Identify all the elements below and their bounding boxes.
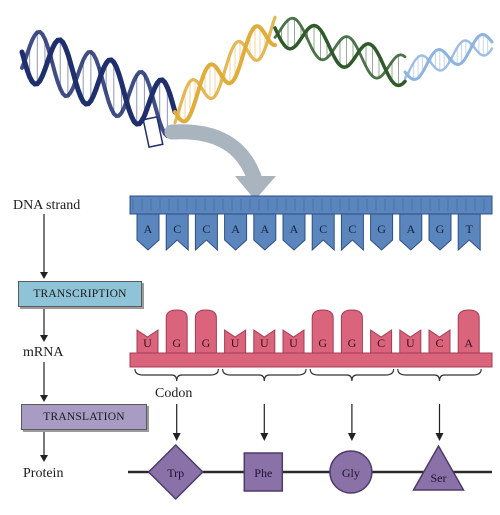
translation-step-box: TRANSLATION xyxy=(21,404,147,430)
flow-arrowhead xyxy=(40,272,48,279)
dna-base xyxy=(224,213,248,251)
amino-acid-label: Gly xyxy=(342,466,360,480)
codon-bracket xyxy=(134,368,219,382)
amino-acid-circle xyxy=(329,450,373,494)
helix-backbone xyxy=(19,37,178,127)
dna-base xyxy=(340,213,364,252)
mrna-base xyxy=(399,329,422,354)
mrna-base xyxy=(165,309,188,354)
mrna-base-letter: U xyxy=(143,336,152,350)
dna-base-letter: A xyxy=(406,222,415,236)
dna-base-letter: G xyxy=(377,222,386,236)
dna-strand-label: DNA strand xyxy=(13,198,81,213)
protein-label: Protein xyxy=(23,466,64,481)
mrna-base xyxy=(428,329,451,354)
flow-arrowhead xyxy=(40,455,48,462)
mrna-backbone xyxy=(129,352,493,368)
amino-acid-triangle xyxy=(412,444,465,491)
mrna-base-letter: U xyxy=(406,336,415,350)
helix-segment xyxy=(173,15,277,125)
mrna-label: mRNA xyxy=(23,345,64,360)
mrna-base xyxy=(136,329,159,354)
helix-backbone xyxy=(273,23,407,88)
mrna-base xyxy=(253,329,276,354)
helix-zoom-marker xyxy=(142,115,164,149)
mrna-base-letter: C xyxy=(435,336,443,350)
dna-double-helix xyxy=(19,15,494,139)
dna-base-letter: G xyxy=(436,222,445,236)
mrna-base-letter: U xyxy=(231,336,240,350)
helix-segment xyxy=(403,32,494,82)
mrna-base-letter: G xyxy=(202,336,211,350)
amino-acid-diamond xyxy=(147,443,204,501)
dna-backbone xyxy=(129,195,493,215)
translation-arrowhead xyxy=(260,433,269,441)
dna-base-letter: T xyxy=(466,222,474,236)
dna-base-letter: A xyxy=(290,222,299,236)
helix-backbone xyxy=(403,32,494,82)
codon-bracket xyxy=(222,368,307,382)
mrna-base-letter: U xyxy=(260,336,269,350)
amino-acid-square xyxy=(243,452,284,492)
dna-base-letter: C xyxy=(348,222,356,236)
flow-arrowhead xyxy=(40,335,48,342)
flow-arrowhead xyxy=(40,395,48,402)
mrna-base-letter: G xyxy=(172,336,181,350)
codon-bracket xyxy=(397,368,482,382)
mrna-base xyxy=(457,309,480,354)
dna-base xyxy=(399,213,423,251)
mrna-base-letter: G xyxy=(348,336,357,350)
mrna-base-letter: A xyxy=(464,336,473,350)
dna-base xyxy=(311,213,335,252)
amino-acid-label: Ser xyxy=(431,471,447,485)
helix-backbone xyxy=(173,15,277,125)
mrna-base xyxy=(224,329,247,354)
dna-base-letter: A xyxy=(144,222,153,236)
dna-base-letter: C xyxy=(319,222,327,236)
codon-brackets xyxy=(134,368,482,441)
dna-base xyxy=(136,213,160,251)
mrna-base-letter: C xyxy=(377,336,385,350)
mrna-base xyxy=(282,329,305,354)
transcription-step-box: TRANSCRIPTION xyxy=(18,281,142,307)
zoom-arrow-head xyxy=(235,176,276,200)
mrna-base-letter: G xyxy=(318,336,327,350)
mrna-base xyxy=(311,309,334,354)
dna-base-letter: A xyxy=(231,222,240,236)
amino-acid-label: Trp xyxy=(167,466,184,480)
dna-base xyxy=(370,213,394,251)
codon-label: Codon xyxy=(155,386,193,401)
helix-segment xyxy=(19,29,178,139)
helix-backbone xyxy=(173,24,277,124)
zoom-arrow-shaft xyxy=(164,124,263,188)
translation-arrowhead xyxy=(347,433,356,441)
dna-base-letter: A xyxy=(260,222,269,236)
amino-acid-label: Phe xyxy=(254,466,272,480)
helix-backbone xyxy=(273,16,407,80)
dna-base xyxy=(282,213,306,251)
mrna-base xyxy=(194,309,217,354)
dna-base xyxy=(253,213,277,251)
dna-base xyxy=(194,213,218,252)
dna-base-letter: C xyxy=(173,222,181,236)
dna-base xyxy=(428,213,452,251)
dna-base xyxy=(165,213,189,252)
helix-segment xyxy=(273,16,407,88)
mrna-base-letter: U xyxy=(289,336,298,350)
mrna-base xyxy=(340,309,363,354)
translation-arrowhead xyxy=(435,433,444,441)
left-flow-arrows xyxy=(40,214,48,462)
protein-chain: Trp Phe Gly Ser xyxy=(128,443,492,501)
mrna-base xyxy=(370,329,393,354)
codon-bracket xyxy=(309,368,395,382)
dna-base-letter: C xyxy=(202,222,210,236)
helix-backbone xyxy=(403,39,494,80)
helix-backbone xyxy=(20,29,177,139)
translation-arrowhead xyxy=(172,433,181,441)
dna-base xyxy=(457,213,481,252)
